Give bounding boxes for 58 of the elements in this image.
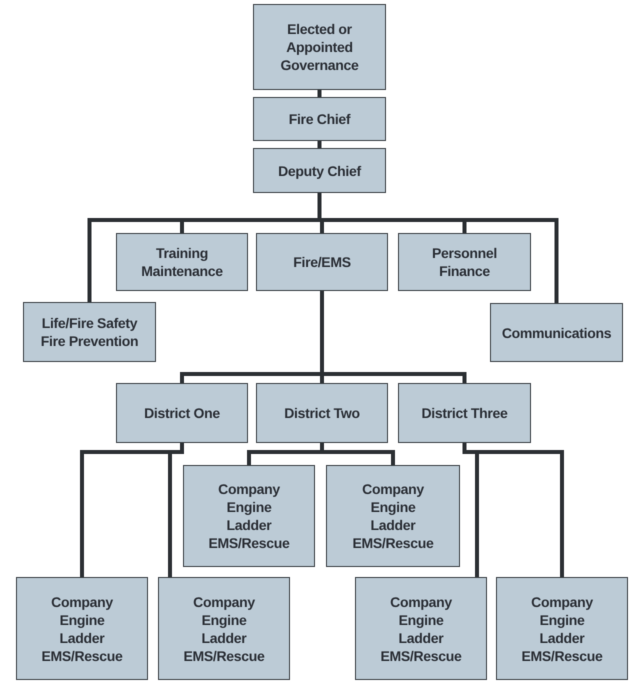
org-box [183,465,315,567]
box-label: Ladder [540,628,584,646]
box-label: Ladder [398,628,444,646]
box-label: Engine [202,610,246,628]
connector-line [318,141,322,148]
box-label: EMS/Rescue [521,646,603,664]
org-box [116,383,248,443]
box-label: Engine [370,498,416,516]
box-label: Company [218,480,280,498]
org-box [496,577,628,680]
org-box [158,577,290,680]
box-label: EMS/Rescue [352,534,434,552]
org-box [256,383,388,443]
org-box [116,233,248,291]
box-label: District One [144,404,220,422]
box-label: EMS/Rescue [183,646,265,664]
box-label: Life/Fire Safety [42,314,138,332]
connector-line [318,90,322,97]
box-label: Fire Chief [288,110,350,128]
box-label: Deputy Chief [278,162,361,180]
box-label: EMS/Rescue [208,534,290,552]
box-label: Ladder [60,628,104,646]
org-box [256,233,388,291]
box-label: Ladder [226,516,272,534]
org-box [398,233,531,291]
box-label: Fire Prevention [40,332,138,350]
box-label: EMS/Rescue [380,646,462,664]
org-box [253,148,386,193]
box-label: Communications [502,324,612,342]
org-box [23,302,156,362]
connector-line [462,443,564,577]
box-label: Engine [226,498,272,516]
box-label: Ladder [370,516,416,534]
box-label: Company [362,480,424,498]
box-label: Finance [439,262,490,280]
box-label: Company [193,592,255,610]
box-label: District Three [421,404,508,422]
box-label: Maintenance [141,262,223,280]
box-label: Engine [398,610,444,628]
box-label: Fire/EMS [293,253,351,271]
box-label: Company [531,592,593,610]
org-box [16,577,148,680]
org-box [253,4,386,90]
org-box [355,577,487,680]
box-label: Training [156,244,208,262]
box-label: Personnel [432,244,497,262]
org-box [326,465,460,567]
box-label: Ladder [202,628,246,646]
box-label: EMS/Rescue [41,646,123,664]
box-label: Elected or Appointed Governance [280,20,360,74]
org-box [253,97,386,141]
box-label: District Two [284,404,360,422]
box-label: Engine [60,610,104,628]
box-label: Engine [540,610,584,628]
org-box [398,383,531,443]
box-label: Company [390,592,452,610]
org-box [490,303,623,362]
box-label: Company [51,592,113,610]
